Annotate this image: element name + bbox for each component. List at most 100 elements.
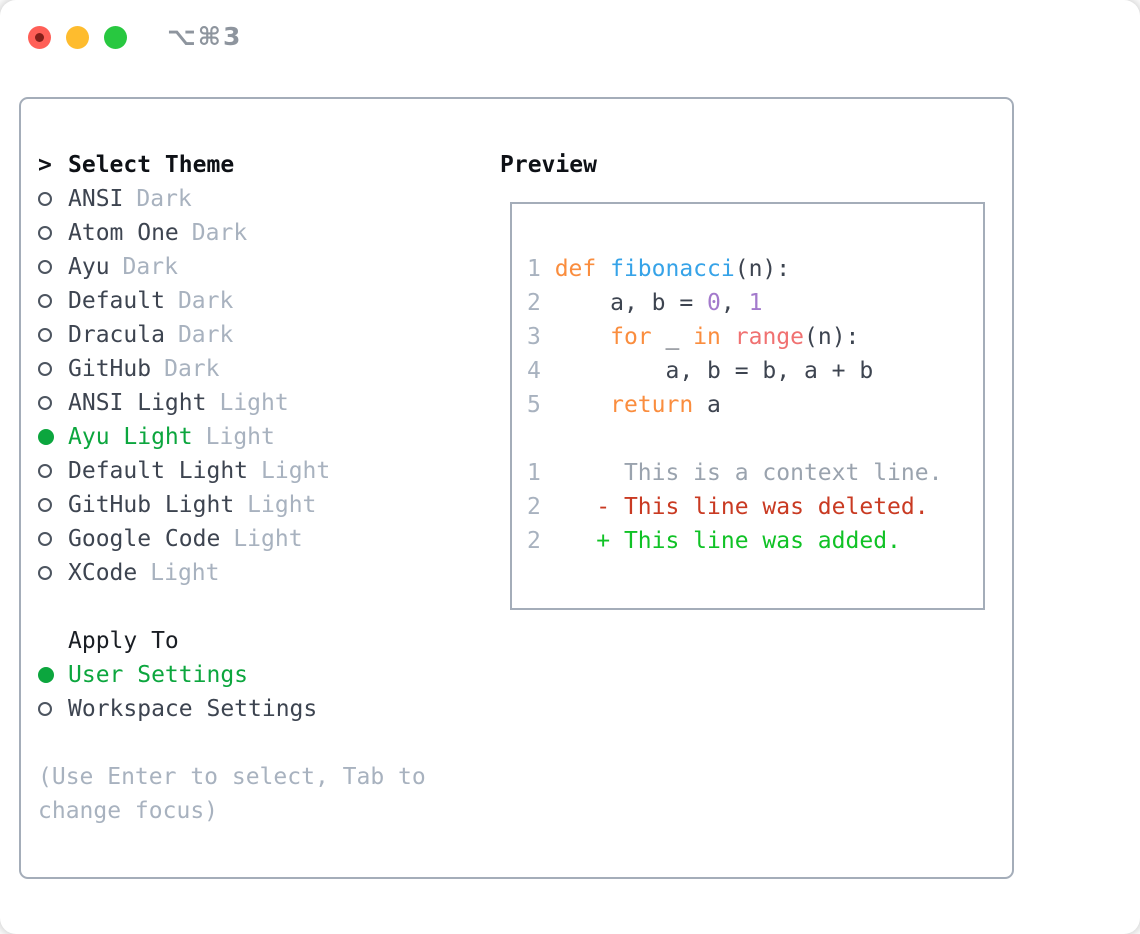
code-line-8: 2 - This line was deleted. (527, 490, 975, 524)
option-label: Ayu Light (68, 424, 193, 450)
code-token: 2 (527, 528, 555, 554)
marker-slot (38, 226, 68, 240)
code-token: , (720, 290, 749, 316)
option-label: Default (68, 288, 165, 314)
option-label: GitHub Light (68, 492, 235, 518)
theme-variant-tag: Light (233, 526, 303, 552)
theme-variant-tag: Light (247, 492, 317, 518)
spacer (38, 590, 478, 624)
code-token: 4 (527, 358, 555, 384)
marker-slot (38, 464, 68, 478)
window-title: ⌥⌘3 (167, 22, 243, 51)
code-token: This is a context line. (554, 460, 943, 486)
theme-option-google-code[interactable]: Google Code Light (38, 522, 478, 556)
code-token: a, b = (554, 290, 708, 316)
theme-option-ayu[interactable]: Ayu Dark (38, 250, 478, 284)
code-line-2: 2 a, b = 0, 1 (527, 286, 975, 320)
minimize-button[interactable] (66, 26, 89, 49)
code-token: 3 (527, 324, 555, 350)
code-token: (n): (804, 324, 860, 350)
code-token (721, 324, 735, 350)
code-token: fibonacci (610, 256, 735, 282)
option-label: Dracula (68, 322, 165, 348)
option-label: User Settings (68, 662, 249, 688)
theme-variant-tag: Dark (191, 220, 248, 246)
apply-to-title: Apply To (68, 628, 179, 654)
marker-slot (38, 396, 68, 410)
code-token: def (554, 256, 611, 282)
option-label: XCode (68, 560, 138, 586)
marker-slot (38, 566, 68, 580)
radio-icon (38, 294, 52, 308)
marker-slot (38, 260, 68, 274)
radio-icon (38, 328, 52, 342)
theme-variant-tag: Light (150, 560, 220, 586)
code-line-4: 4 a, b = b, a + b (527, 354, 975, 388)
marker-slot (38, 192, 68, 206)
code-line-6 (527, 422, 975, 456)
theme-option-default-light[interactable]: Default Light Light (38, 454, 478, 488)
theme-option-ansi[interactable]: ANSI Dark (38, 182, 478, 216)
code-line-3: 3 for _ in range(n): (527, 320, 975, 354)
theme-option-github-light[interactable]: GitHub Light Light (38, 488, 478, 522)
radio-icon (38, 464, 52, 478)
code-token (555, 392, 610, 418)
code-token: (n): (734, 256, 791, 282)
option-label: GitHub (68, 356, 152, 382)
theme-variant-tag: Dark (122, 254, 178, 280)
theme-option-xcode[interactable]: XCode Light (38, 556, 478, 590)
select-theme-header: > Select Theme (38, 148, 478, 182)
code-line-7: 1 This is a context line. (527, 456, 975, 490)
option-label: Default Light (68, 458, 249, 484)
marker-slot (38, 429, 68, 445)
code-token: a, b = b, a + b (554, 358, 874, 384)
preview-pane: Preview 1 def fibonacci(n):2 a, b = 0, 1… (500, 148, 1000, 610)
theme-option-ayu-light[interactable]: Ayu Light Light (38, 420, 478, 454)
marker-slot (38, 667, 68, 683)
code-token: - This line was deleted. (554, 494, 929, 520)
marker-slot (38, 294, 68, 308)
radio-selected-icon (38, 429, 54, 445)
code-token: 0 (707, 290, 721, 316)
code-token: 5 (527, 392, 555, 418)
theme-variant-tag: Light (205, 424, 275, 450)
marker-slot (38, 702, 68, 716)
option-label: Google Code (68, 526, 221, 552)
apply-option-user-settings[interactable]: User Settings (38, 658, 478, 692)
code-token: for (610, 324, 652, 350)
option-label: Ayu (68, 254, 110, 280)
apply-to-header: Apply To (38, 624, 478, 658)
close-button[interactable] (28, 26, 51, 49)
code-token: 2 (527, 494, 555, 520)
marker-slot (38, 362, 68, 376)
code-token: 1 (527, 256, 555, 282)
code-token: return (610, 392, 694, 418)
option-label: Workspace Settings (68, 696, 318, 722)
theme-list-title: Select Theme (68, 152, 235, 178)
radio-icon (38, 260, 52, 274)
theme-variant-tag: Light (261, 458, 331, 484)
code-line-9: 2 + This line was added. (527, 524, 975, 558)
zoom-button[interactable] (104, 26, 127, 49)
code-token (555, 324, 610, 350)
code-token: a (693, 392, 721, 418)
preview-title: Preview (500, 152, 597, 178)
prompt-icon: > (38, 152, 52, 178)
radio-icon (38, 226, 52, 240)
radio-icon (38, 702, 52, 716)
option-label: ANSI (68, 186, 124, 212)
option-label: ANSI Light (68, 390, 207, 416)
theme-variant-tag: Dark (136, 186, 192, 212)
code-line-1: 1 def fibonacci(n): (527, 252, 975, 286)
code-token: in (693, 324, 721, 350)
apply-option-workspace-settings[interactable]: Workspace Settings (38, 692, 478, 726)
